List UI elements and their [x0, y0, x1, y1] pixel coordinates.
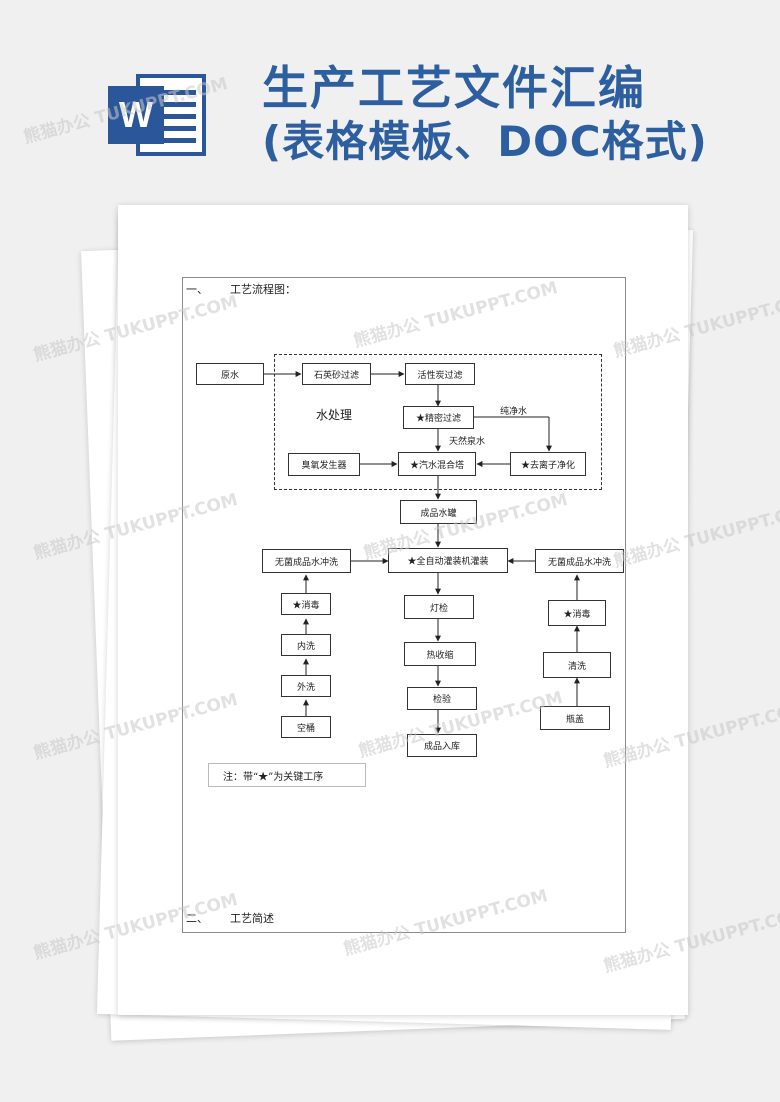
- flow-left-sterile-rinse: 无菌成品水冲洗: [262, 549, 351, 573]
- flow-carbon-filter: 活性炭过滤: [405, 363, 475, 385]
- flow-heat-shrink: 热收缩: [404, 642, 476, 666]
- flow-inspection: 检验: [407, 687, 477, 710]
- section-1-number: 一、: [186, 283, 208, 296]
- flow-outer-wash: 外洗: [281, 675, 331, 697]
- flow-precision-filter: ★精密过滤: [403, 406, 474, 429]
- flow-quartz-filter: 石英砂过滤: [302, 363, 371, 385]
- section-2-heading: 二、 工艺简述: [186, 910, 274, 926]
- section-1-title: 工艺流程图：: [230, 283, 296, 296]
- flow-storage: 成品入库: [407, 734, 477, 757]
- flow-left-disinfect: ★消毒: [281, 593, 331, 615]
- header: W 生产工艺文件汇编 (表格模板、DOC格式): [0, 0, 780, 200]
- section-2-number: 二、: [186, 912, 208, 925]
- flow-cleaning: 清洗: [543, 652, 611, 678]
- flow-empty-bucket: 空桶: [281, 716, 331, 738]
- page-title-line2: (表格模板、DOC格式): [262, 117, 708, 166]
- flow-right-disinfect: ★消毒: [548, 600, 606, 626]
- page-title-line1: 生产工艺文件汇编: [262, 61, 646, 115]
- section-1-heading: 一、 工艺流程图：: [186, 281, 296, 297]
- flow-pure-water-label: 纯净水: [500, 407, 528, 417]
- flow-mixing-tower: ★汽水混合塔: [398, 452, 476, 476]
- flow-deionization: ★去离子净化: [510, 452, 586, 476]
- flow-raw-water: 原水: [196, 363, 264, 385]
- key-process-note: 注：带“★”为关键工序: [208, 763, 366, 787]
- flow-inner-wash: 内洗: [281, 634, 331, 656]
- flow-ozone-generator: 臭氧发生器: [288, 453, 360, 476]
- flow-natural-spring-label: 天然泉水: [449, 437, 486, 447]
- flow-light-check: 灯检: [404, 595, 474, 619]
- word-logo-icon: W: [108, 74, 206, 156]
- word-logo-letter: W: [119, 94, 153, 135]
- section-2-title: 工艺简述: [230, 912, 274, 925]
- flow-auto-filling: ★全自动灌装机灌装: [388, 548, 508, 573]
- flow-water-treatment-label: 水处理: [316, 408, 353, 422]
- document-frame: [182, 277, 626, 933]
- flow-bottle-cap: 瓶盖: [540, 706, 610, 730]
- flow-product-tank: 成品水罐: [400, 500, 477, 524]
- flow-right-sterile-rinse: 无菌成品水冲洗: [535, 549, 624, 573]
